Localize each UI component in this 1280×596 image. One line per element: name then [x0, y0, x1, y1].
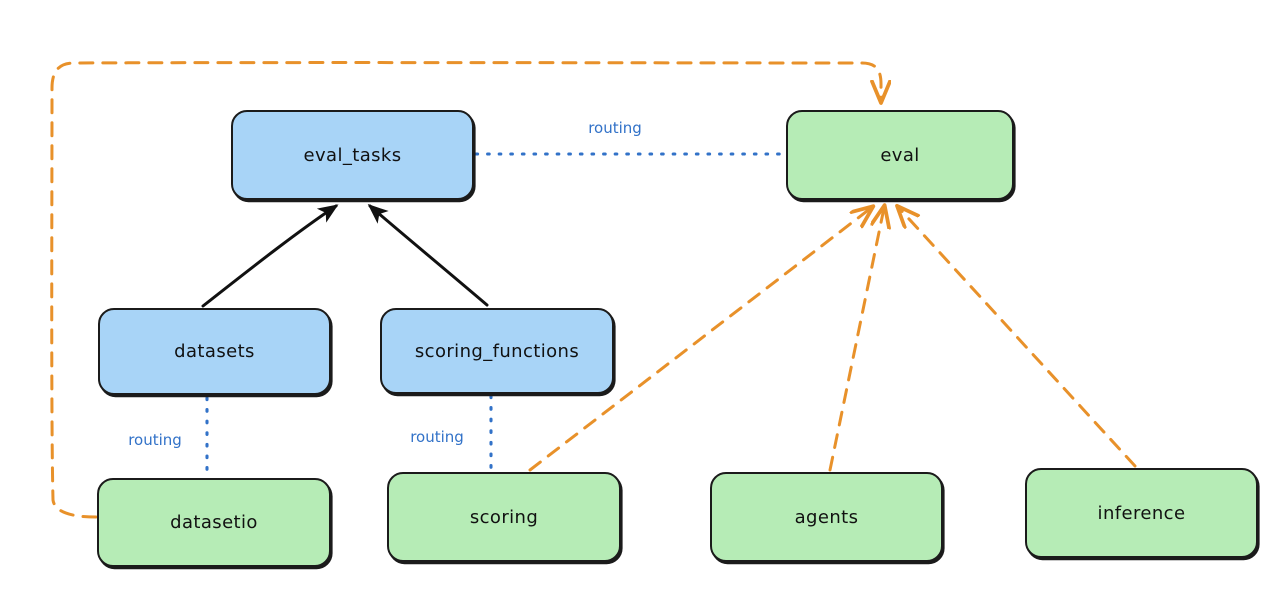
- edge-label-routing-datasets: routing: [128, 431, 182, 449]
- edge-label-routing-eval-tasks: routing: [588, 119, 642, 137]
- edge-scoring-functions-to-eval-tasks: [367, 204, 489, 307]
- node-label: datasets: [174, 341, 255, 362]
- edge-label-routing-scoring-functions: routing: [410, 428, 464, 446]
- edge-datasets-to-eval-tasks: [201, 204, 339, 308]
- node-eval[interactable]: eval: [786, 110, 1014, 200]
- node-agents[interactable]: agents: [710, 472, 943, 562]
- node-inference[interactable]: inference: [1025, 468, 1258, 558]
- node-label: scoring_functions: [414, 340, 580, 362]
- node-label: eval: [880, 144, 920, 166]
- edge-inference-to-eval: [899, 208, 1137, 468]
- node-label: inference: [1097, 502, 1186, 524]
- node-datasets[interactable]: datasets: [98, 308, 331, 395]
- node-label: eval_tasks: [303, 144, 402, 166]
- node-label: agents: [794, 506, 859, 528]
- node-label: datasetio: [170, 512, 258, 533]
- node-scoring-functions[interactable]: scoring_functions: [380, 308, 614, 394]
- edge-agents-to-eval: [828, 208, 884, 472]
- node-datasetio[interactable]: datasetio: [97, 478, 331, 567]
- node-scoring[interactable]: scoring: [387, 472, 621, 562]
- node-label: scoring: [469, 506, 539, 528]
- node-eval-tasks[interactable]: eval_tasks: [231, 110, 474, 200]
